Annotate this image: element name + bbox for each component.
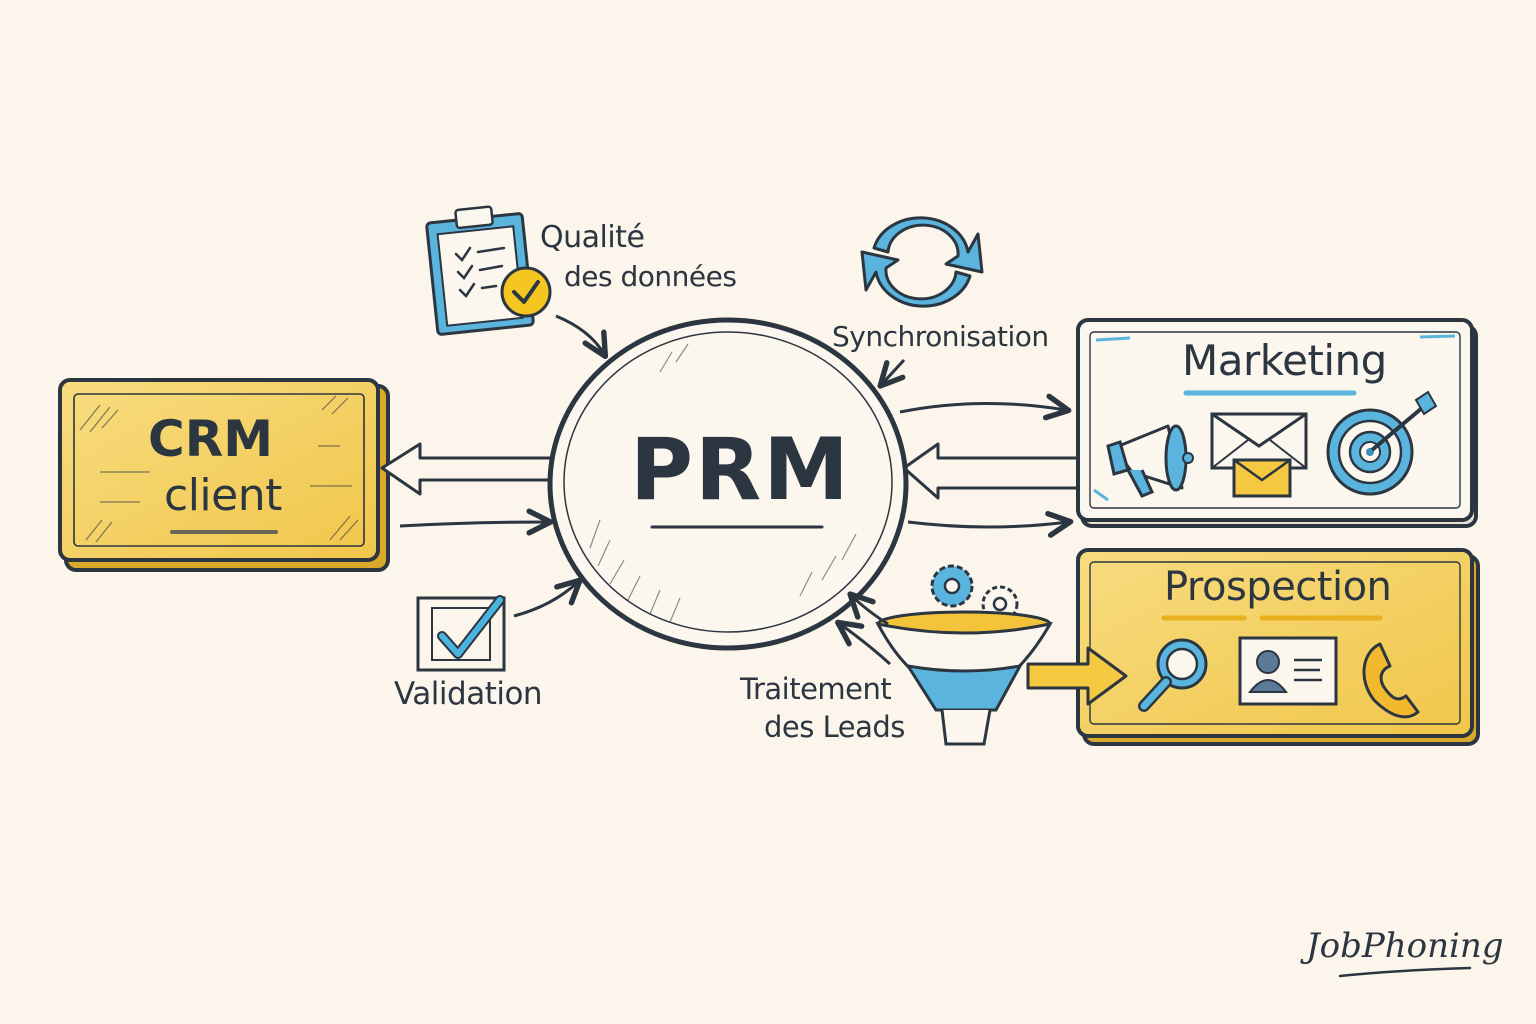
arrow-to-marketing bbox=[899, 393, 1072, 421]
blue-accent-decoration bbox=[1093, 334, 1456, 502]
crm-title: CRM bbox=[148, 410, 273, 468]
brand-underline bbox=[1338, 966, 1472, 978]
magnifier-icon bbox=[1138, 638, 1208, 712]
gear-icon bbox=[930, 564, 974, 608]
arrow-quality-to-prm bbox=[555, 314, 609, 360]
arrow-sync-to-prm bbox=[877, 358, 906, 389]
quality-label-line2: des données bbox=[564, 260, 737, 293]
leads-label-line1: Traitement bbox=[740, 672, 892, 706]
sync-label: Synchronisation bbox=[832, 320, 1049, 353]
phone-icon bbox=[1362, 642, 1420, 719]
arrow-from-marketing bbox=[902, 442, 1076, 500]
arrow-validation-to-prm bbox=[513, 577, 583, 618]
arrow-to-crm bbox=[380, 442, 552, 496]
quality-label-line1: Qualité bbox=[540, 220, 645, 255]
prospection-box[interactable] bbox=[1076, 548, 1480, 746]
leads-label-line2: des Leads bbox=[764, 710, 905, 744]
hatch-decoration bbox=[79, 395, 359, 543]
arrow-to-prm bbox=[399, 508, 554, 536]
crm-client-box[interactable] bbox=[58, 378, 390, 572]
arrow-leads-to-prm-2 bbox=[835, 619, 892, 666]
marketing-box[interactable] bbox=[1076, 318, 1478, 528]
envelope-icon bbox=[1210, 412, 1308, 498]
marketing-title: Marketing bbox=[1182, 336, 1387, 385]
hatch-decoration bbox=[589, 343, 857, 623]
checkbox-icon bbox=[416, 595, 506, 672]
target-icon bbox=[1326, 390, 1438, 496]
prm-node[interactable] bbox=[547, 317, 909, 651]
sync-arrows-icon bbox=[860, 216, 984, 308]
arrow-funnel-to-prospection bbox=[1026, 646, 1128, 706]
prm-marketing-arrows bbox=[899, 393, 1076, 538]
clipboard-check-icon bbox=[425, 205, 552, 336]
prm-title: PRM bbox=[630, 420, 851, 520]
megaphone-icon bbox=[1106, 424, 1194, 498]
prospection-title: Prospection bbox=[1164, 564, 1392, 610]
crm-prm-arrows bbox=[380, 442, 554, 536]
validation-label: Validation bbox=[394, 676, 543, 712]
contact-card-icon bbox=[1238, 636, 1338, 706]
funnel-gears-icon bbox=[875, 564, 1053, 746]
arrow-leads-to-prm-1 bbox=[847, 591, 889, 626]
brand-logo: JobPhoning bbox=[1306, 926, 1504, 966]
arrow-to-marketing-2 bbox=[907, 510, 1074, 538]
crm-subtitle: client bbox=[164, 470, 282, 521]
